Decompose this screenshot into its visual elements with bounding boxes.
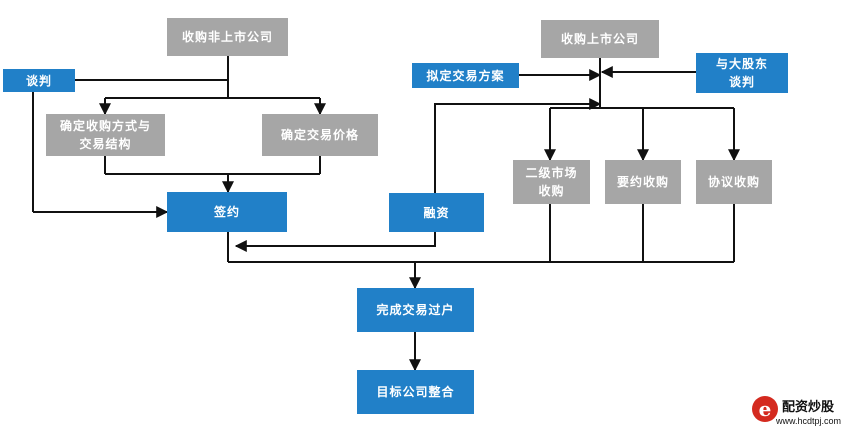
node-plan: 拟定交易方案 [412,63,519,88]
node-negotiation: 谈判 [3,69,75,92]
node-tender-offer: 要约收购 [605,160,681,204]
watermark-title: 配资炒股 [782,400,835,415]
node-major-shareholder: 与大股东 谈判 [696,53,788,93]
node-acquire-unlisted: 收购非上市公司 [167,18,288,56]
line-financing-to-sign [234,232,436,252]
node-method-structure: 确定收购方式与 交易结构 [46,114,165,156]
node-integration: 目标公司整合 [357,370,474,414]
line-financing-to-stem [434,98,602,193]
node-acquire-listed: 收购上市公司 [541,20,659,58]
node-secondary-market: 二级市场 收购 [513,160,590,204]
watermark-logo: e 配资炒股 www.hcdtpj.com [752,394,847,432]
watermark-url: www.hcdtpj.com [776,416,842,426]
node-sign: 签约 [167,192,287,232]
node-agreement: 协议收购 [696,160,772,204]
node-financing: 融资 [389,193,484,232]
node-price: 确定交易价格 [262,114,378,156]
node-complete-transfer: 完成交易过户 [357,288,474,332]
logo-e-icon: e [752,396,778,422]
